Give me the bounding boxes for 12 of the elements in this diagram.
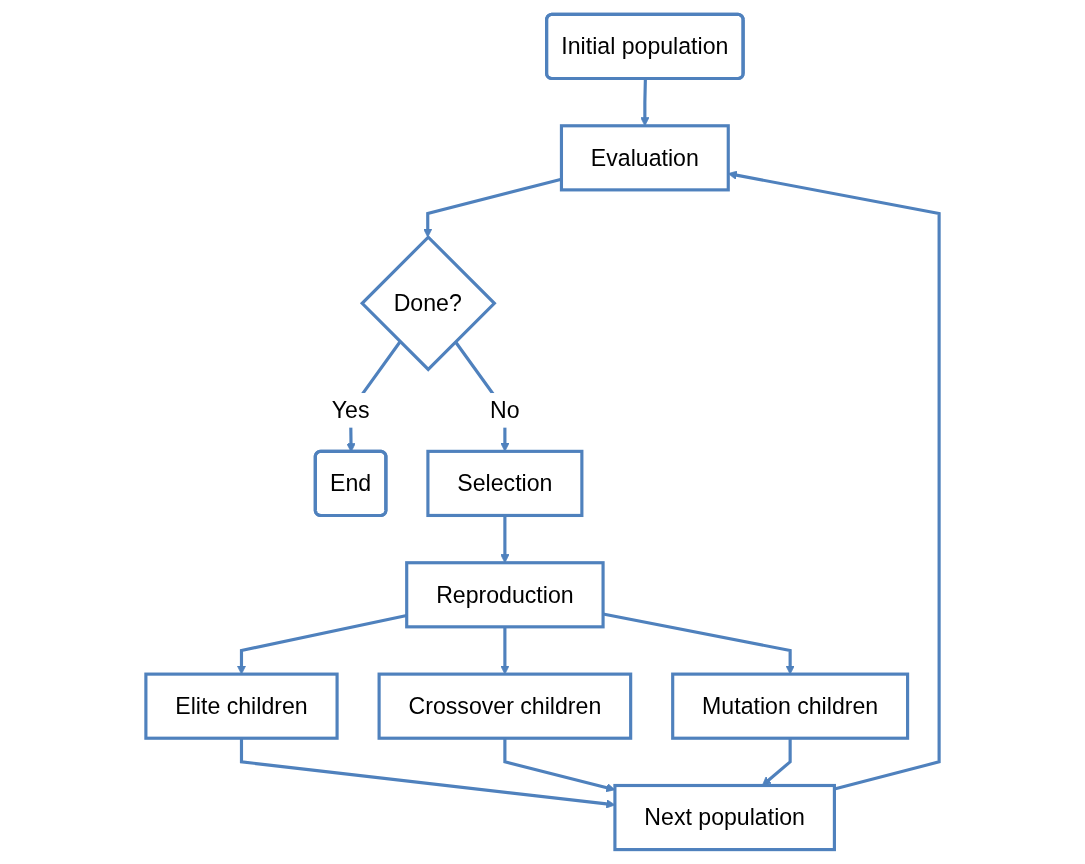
node-box: Reproduction <box>405 561 605 629</box>
node-box: Elite children <box>144 672 339 740</box>
node-box: Crossover children <box>377 672 633 740</box>
node-box: Selection <box>426 449 584 518</box>
node-box: Next population <box>613 783 836 852</box>
node-diamond: Done? <box>359 234 497 372</box>
edge-label: No <box>490 397 520 424</box>
arrow <box>761 738 792 786</box>
node-box: Evaluation <box>559 124 730 192</box>
arrow <box>500 626 510 675</box>
edge-label: Yes <box>331 397 370 424</box>
node-box: Mutation children <box>671 672 910 740</box>
